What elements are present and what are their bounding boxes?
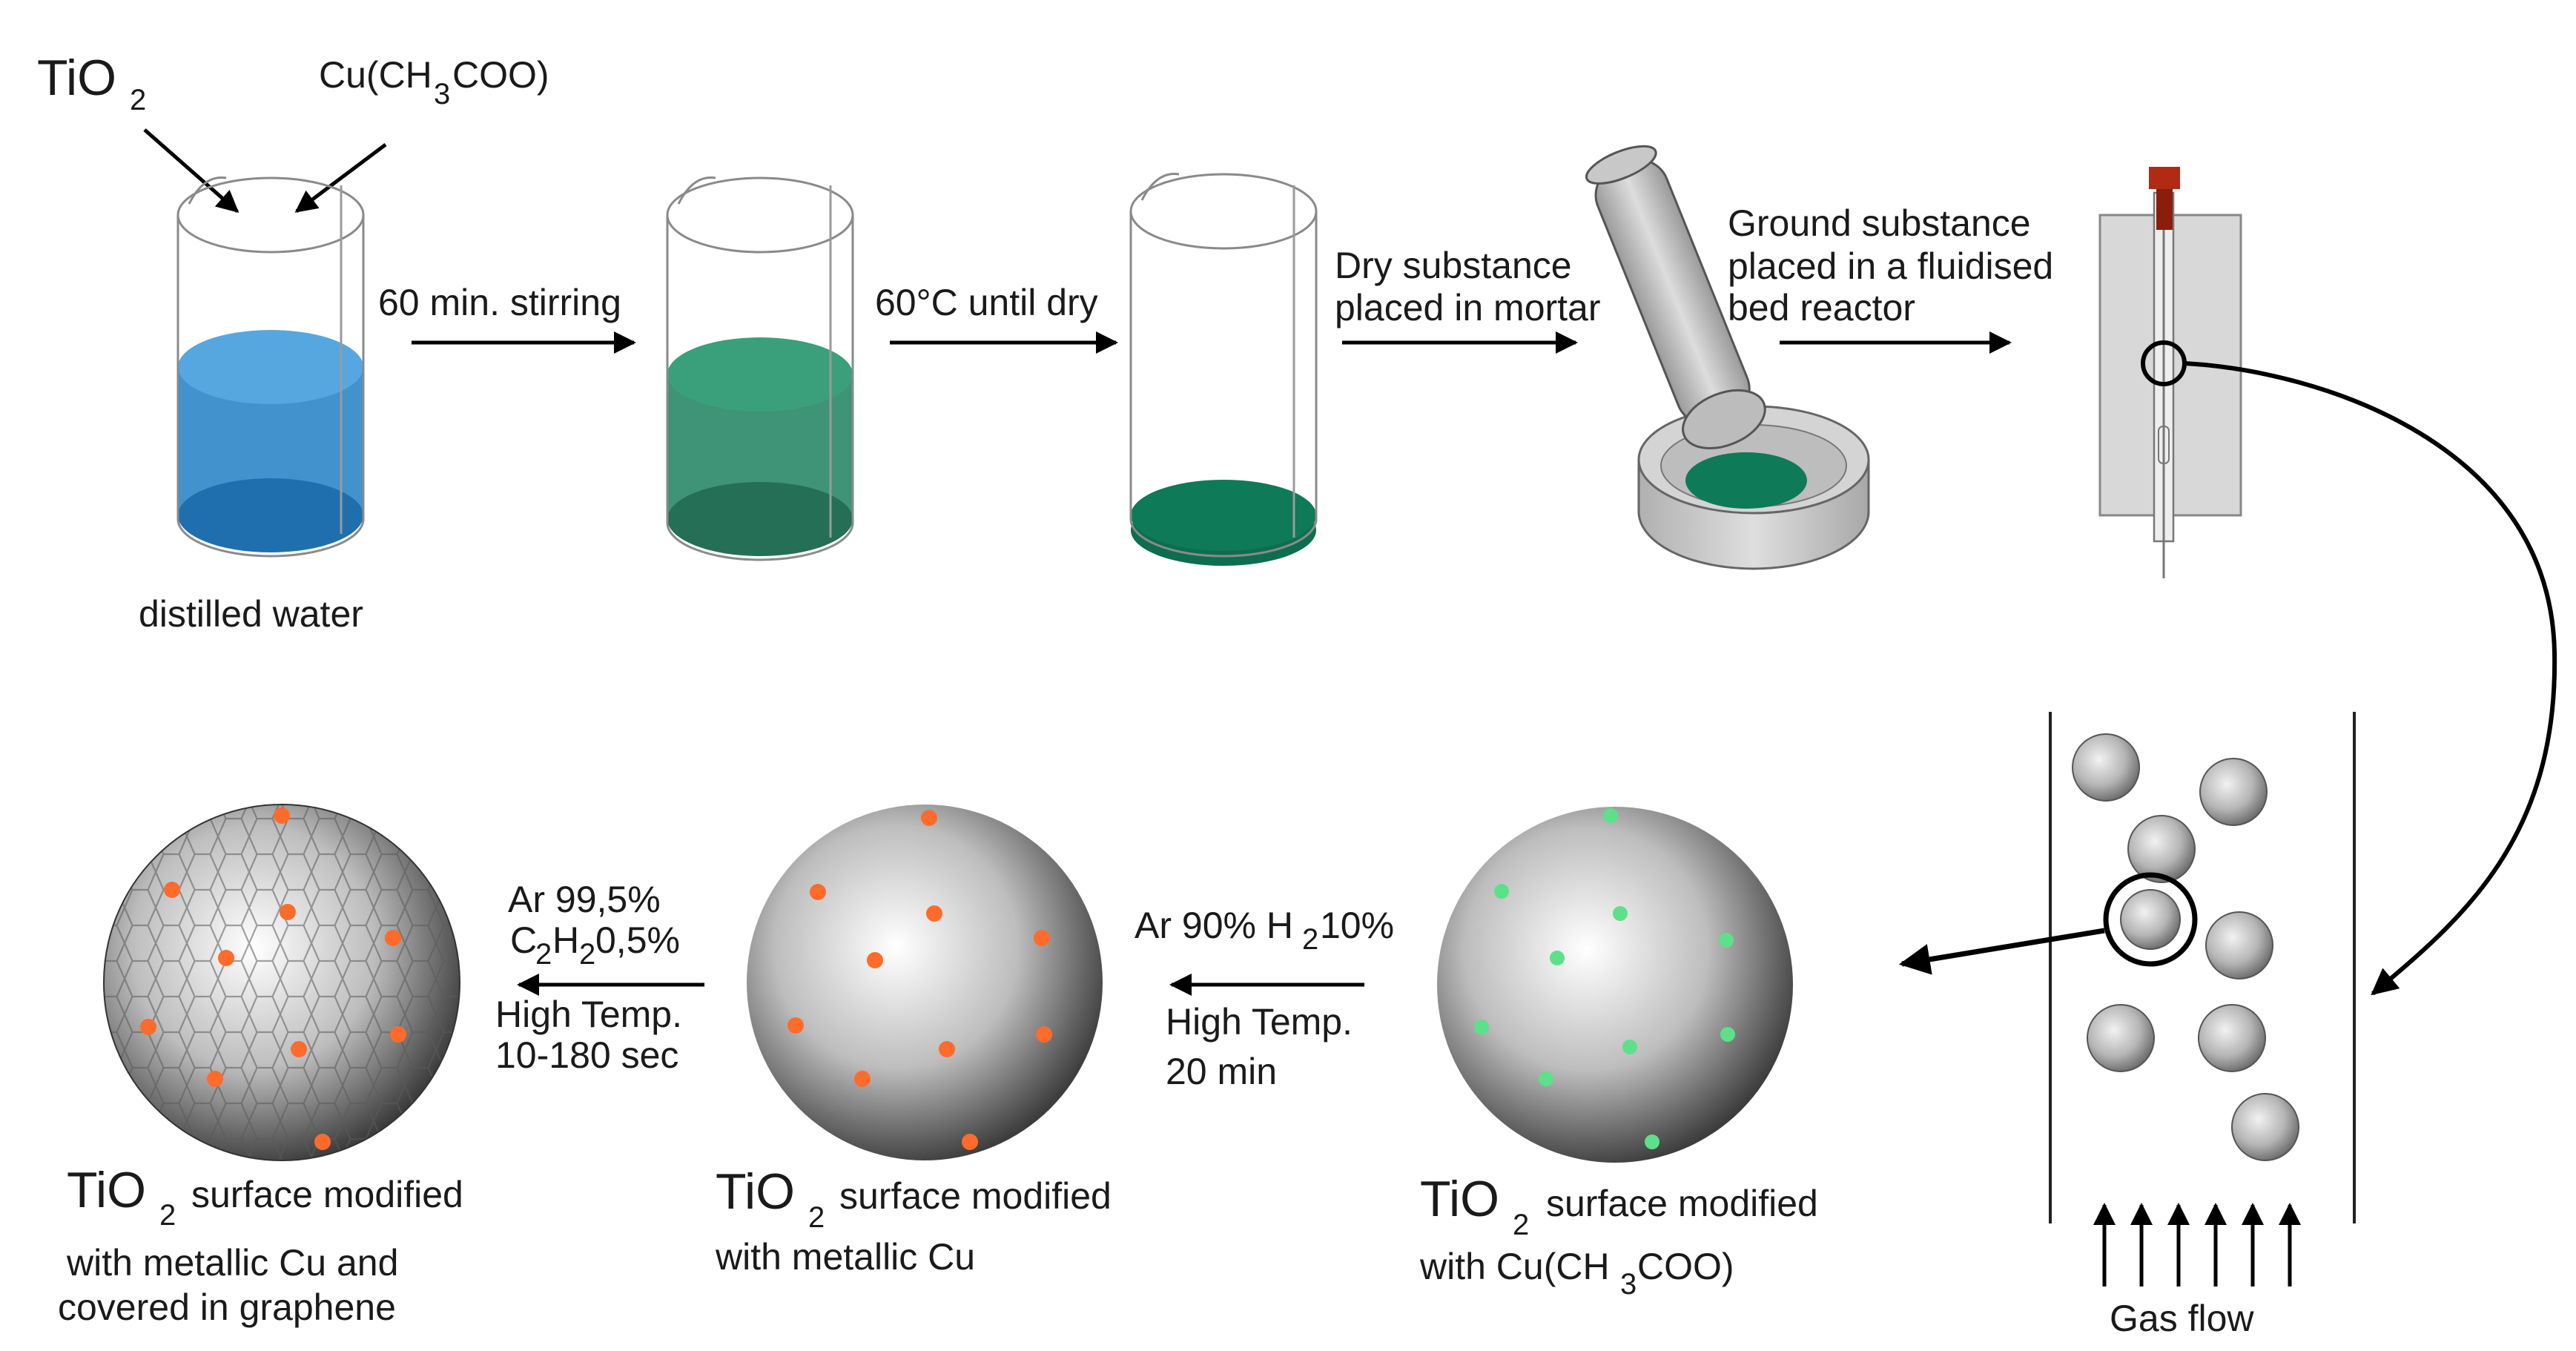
reaction-2-label: Ar 99,5% C 2 H 2 0,5% High Temp. 10-180 … xyxy=(495,879,682,1076)
particle-3-title: TiO xyxy=(67,1162,146,1218)
reaction-2-line3: High Temp. xyxy=(495,994,682,1035)
particle-zoom-circle xyxy=(2103,872,2198,967)
particle-2-caption: TiO 2 surface modified with metallic Cu xyxy=(715,1163,1112,1278)
reaction-2-line2-b: H xyxy=(552,919,579,961)
cuac-label-pre: Cu(CH xyxy=(319,54,432,96)
beaker-2-solution xyxy=(666,176,854,561)
distilled-water-label: distilled water xyxy=(139,593,363,635)
reaction-2-line1: Ar 99,5% xyxy=(508,879,661,920)
tio2-label-subscript: 2 xyxy=(130,84,146,116)
particle-2-title: TiO xyxy=(716,1163,795,1220)
particle-1-title-sub: 2 xyxy=(1513,1209,1529,1241)
step-stirring-label: 60 min. stirring xyxy=(378,282,621,323)
reaction-1-line3: 20 min xyxy=(1166,1051,1277,1092)
particle-1-line2-sub: 3 xyxy=(1620,1268,1637,1301)
step-reactor-label-3: bed reactor xyxy=(1728,287,1915,328)
reaction-1-line1-pre: Ar 90% H xyxy=(1135,905,1293,946)
zoom-connector-arrow xyxy=(2184,361,2557,996)
reaction-2-line4: 10-180 sec xyxy=(495,1034,678,1076)
cuac-pointer-arrow xyxy=(294,143,387,213)
beaker-3-dried xyxy=(1129,172,1318,566)
step-reactor-label-1: Ground substance xyxy=(1728,202,2031,244)
step-reactor-label-2: placed in a fluidised xyxy=(1728,245,2053,287)
gas-flow-label: Gas flow xyxy=(2110,1298,2254,1339)
step-drying-label: 60°C until dry xyxy=(875,282,1098,323)
particle-3-line3: covered in graphene xyxy=(58,1286,396,1328)
particle-3-caption: TiO 2 surface modified with metallic Cu … xyxy=(58,1162,463,1328)
cuac-label-post: COO) xyxy=(452,54,549,96)
particle-2-title-sub: 2 xyxy=(808,1201,825,1234)
fluidised-bed-reactor xyxy=(2098,167,2242,578)
step-mortar-label-2: placed in mortar xyxy=(1335,287,1601,328)
copper-acetate-label: Cu(CH 3 COO) xyxy=(319,54,549,110)
reaction-1-label: Ar 90% H 2 10% High Temp. 20 min xyxy=(1135,905,1394,1092)
particle-1-caption: TiO 2 surface modified with Cu(CH 3 COO) xyxy=(1419,1171,1818,1301)
reaction-2-line2-c: 0,5% xyxy=(595,919,680,961)
particle-3-line2: with metallic Cu and xyxy=(66,1242,398,1284)
reaction-1-line2: High Temp. xyxy=(1166,1001,1353,1043)
fluidised-bed-zoom: Gas flow xyxy=(2049,712,2356,1339)
particle-3-title-sub: 2 xyxy=(159,1199,176,1232)
particle-1-title-rest: surface modified xyxy=(1546,1183,1818,1224)
particle-2-line2: with metallic Cu xyxy=(715,1236,975,1278)
particle-1-line2-post: COO) xyxy=(1637,1246,1734,1287)
reaction-1-line1-sub: 2 xyxy=(1302,923,1318,956)
particle-copper-acetate xyxy=(1437,807,1793,1163)
particle-metallic-copper xyxy=(747,805,1103,1160)
gas-flow-arrows xyxy=(2093,1203,2301,1286)
tio2-pointer-arrow xyxy=(143,128,240,213)
reaction-2-line2-sub2: 2 xyxy=(579,938,595,971)
mortar-and-pestle xyxy=(1585,145,1870,570)
beaker-1-solution xyxy=(176,176,365,558)
tio2-label-text: TiO xyxy=(37,50,116,106)
cuac-label-subscript: 3 xyxy=(434,78,450,110)
particle-1-line2-pre: with Cu(CH xyxy=(1419,1246,1610,1287)
particle-3-title-rest: surface modified xyxy=(191,1174,463,1215)
reaction-1-line1-post: 10% xyxy=(1320,905,1394,946)
step-mortar-label-1: Dry substance xyxy=(1335,245,1572,286)
reaction-2-line2-a: C xyxy=(510,919,537,961)
particle-graphene-covered xyxy=(103,804,460,1161)
tio2-label: TiO 2 xyxy=(37,50,146,116)
reaction-2-line2-sub1: 2 xyxy=(535,938,552,971)
particle-1-title: TiO xyxy=(1420,1171,1499,1227)
particle-2-title-rest: surface modified xyxy=(839,1175,1112,1217)
zoom-out-arrow xyxy=(1898,928,2105,975)
